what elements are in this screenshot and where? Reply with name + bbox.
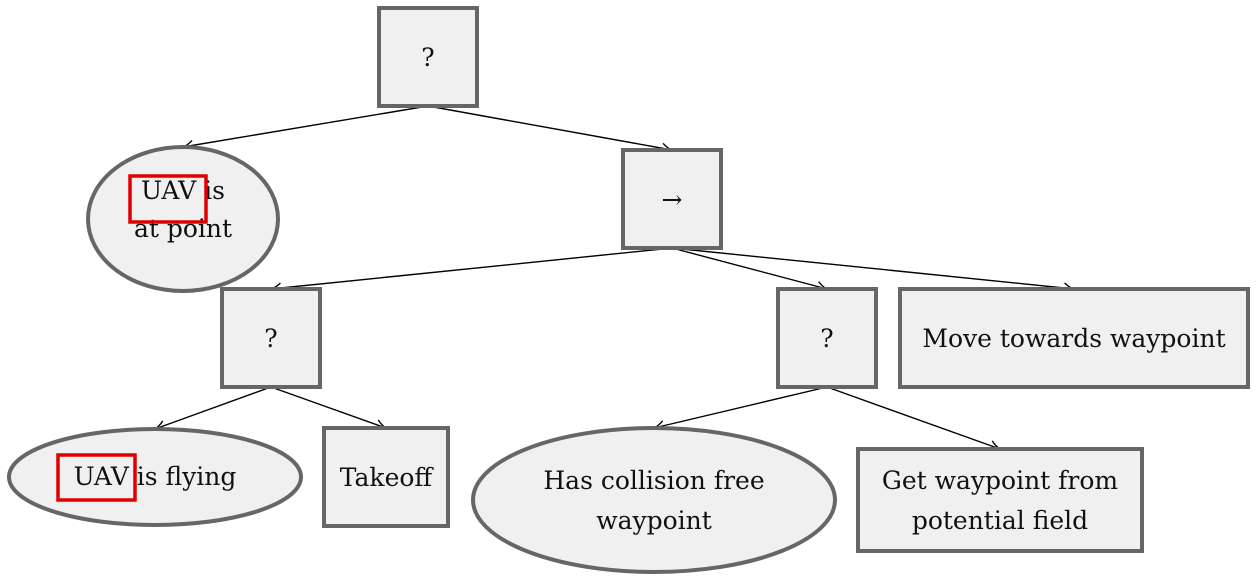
node-root[interactable]: ?: [377, 6, 479, 108]
node-label-line: Move towards waypoint: [922, 324, 1225, 353]
fallback-box: [377, 6, 479, 108]
edge-sequence-to-fallback-waypoint: [671, 247, 828, 292]
node-label-line: ?: [820, 324, 833, 353]
condition-ellipse: [471, 426, 837, 574]
sequence-box: [621, 148, 723, 250]
edge-sequence-to-fallback-flying: [270, 247, 673, 294]
fallback-box: [776, 287, 878, 389]
node-label-line: at point: [134, 214, 232, 243]
node-label-line: →: [662, 185, 683, 214]
node-get-waypoint-potential-field[interactable]: Get waypoint from potential field: [856, 447, 1144, 553]
node-fallback-flying[interactable]: ?: [220, 287, 322, 389]
edges-layer: [154, 105, 1075, 451]
node-label-line: UAV is: [141, 176, 225, 205]
node-label-line: Has collision free: [543, 466, 764, 495]
action-box: [898, 287, 1250, 389]
edge-fallback-flying-to-takeoff: [270, 386, 387, 431]
node-uav-is-flying[interactable]: UAV is flying: [7, 427, 303, 527]
node-label-line: ?: [264, 324, 277, 353]
edge-root-to-sequence: [427, 105, 673, 154]
node-fallback-waypoint[interactable]: ?: [776, 287, 878, 389]
highlight-box-uav: [128, 174, 208, 224]
node-label-line: UAV is flying: [74, 462, 237, 491]
edge-fallback-waypoint-to-has-collision-free-waypoint: [653, 386, 828, 432]
edge-fallback-flying-to-uav-is-flying: [154, 386, 272, 431]
node-takeoff[interactable]: Takeoff: [322, 426, 450, 528]
node-move-towards-waypoint[interactable]: Move towards waypoint: [898, 287, 1250, 389]
edge-fallback-waypoint-to-get-waypoint-potential-field: [826, 386, 1001, 451]
node-label-line: Get waypoint from: [882, 466, 1119, 495]
node-label-line: Takeoff: [340, 463, 435, 492]
action-box: [856, 447, 1144, 553]
node-has-collision-free-waypoint[interactable]: Has collision free waypoint: [471, 426, 837, 574]
node-label-line: potential field: [912, 506, 1088, 535]
node-sequence[interactable]: →: [621, 148, 723, 250]
node-label-line: ?: [421, 43, 434, 72]
edge-root-to-uav-at-point: [182, 105, 429, 151]
action-box: [322, 426, 450, 528]
highlight-box-uav: [56, 453, 137, 502]
node-label-line: waypoint: [596, 506, 712, 535]
edge-sequence-to-move-towards-waypoint: [671, 247, 1075, 294]
node-uav-at-point[interactable]: UAV is at point: [86, 145, 280, 293]
condition-ellipse: [86, 145, 280, 293]
fallback-box: [220, 287, 322, 389]
